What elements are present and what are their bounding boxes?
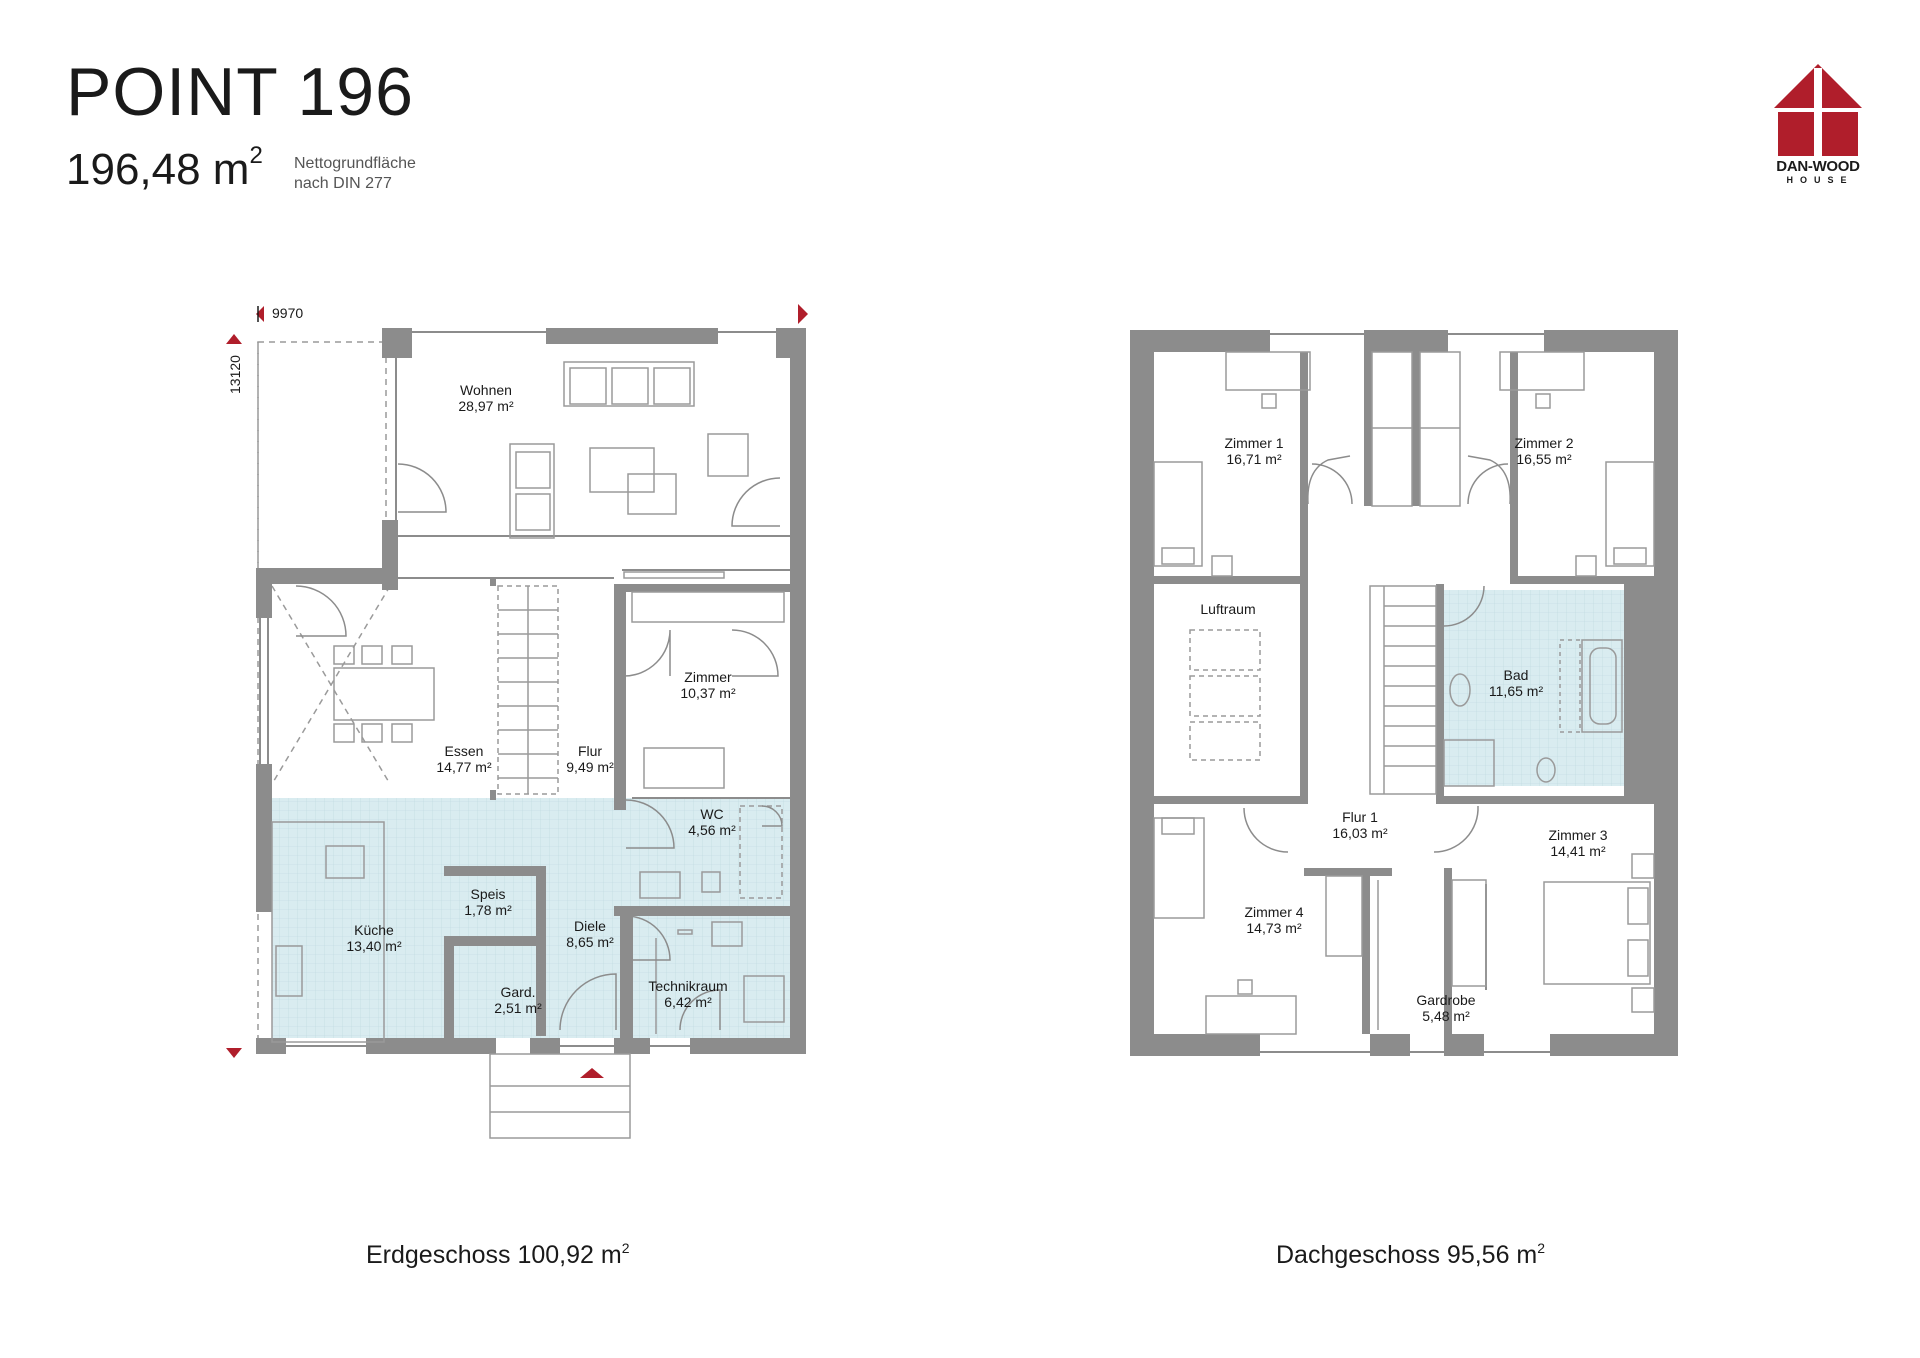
room-area-technikraum: 6,42 m²	[664, 994, 712, 1010]
ground-floor-stairs	[497, 585, 559, 795]
room-area-zimmer-4: 14,73 m²	[1246, 920, 1302, 936]
total-area-unit-sup: 2	[249, 142, 263, 169]
room-name-speis: Speis	[470, 886, 505, 902]
room-name-zimmer-4: Zimmer 4	[1244, 904, 1303, 920]
room-name-zimmer-1: Zimmer 1	[1224, 435, 1283, 451]
upper-floor-doors	[1243, 463, 1509, 853]
depth-dimension: 13120	[227, 355, 243, 394]
room-name-flur-1: Flur 1	[1342, 809, 1378, 825]
flur-curve-right	[1467, 455, 1511, 505]
area-note-line2: nach DIN 277	[294, 175, 392, 192]
upper-floor-furniture	[1153, 351, 1655, 1035]
upper-floor-plan: Zimmer 1 16,71 m² Zimmer 2 16,55 m² Luft…	[1130, 330, 1678, 1056]
room-name-zimmer-2: Zimmer 2	[1514, 435, 1573, 451]
ground-floor-plan: 9970 13120 Wohnen 28,97 m² Zimmer 10,37 …	[226, 304, 808, 1139]
upper-floor-stairs	[1369, 585, 1437, 795]
ground-floor-windows	[259, 331, 793, 1047]
ground-floor-caption-text: Erdgeschoss 100,92 m	[366, 1241, 622, 1269]
upper-floor-walls	[1130, 330, 1678, 1056]
room-area-zimmer-3: 14,41 m²	[1550, 843, 1606, 859]
dan-wood-logo: DAN-WOOD HOUSE	[1770, 62, 1866, 194]
upper-floor-caption-sup: 2	[1537, 1240, 1546, 1256]
ground-floor-furniture	[271, 361, 785, 1043]
room-name-wc: WC	[700, 806, 723, 822]
width-dimension: 9970	[272, 305, 303, 321]
room-name-luftraum: Luftraum	[1200, 601, 1255, 617]
room-area-speis: 1,78 m²	[464, 902, 512, 918]
logo-name: DAN-WOOD	[1776, 158, 1860, 175]
logo-sub: HOUSE	[1786, 175, 1854, 185]
room-area-zimmer-2: 16,55 m²	[1516, 451, 1572, 467]
room-area-flur: 9,49 m²	[566, 759, 614, 775]
room-area-flur-1: 16,03 m²	[1332, 825, 1388, 841]
total-area-value: 196,48 m	[66, 145, 250, 194]
ground-floor-partitions	[395, 356, 790, 1038]
room-area-zimmer-1: 16,71 m²	[1226, 451, 1282, 467]
ground-floor-caption-sup: 2	[621, 1240, 630, 1256]
room-area-zimmer: 10,37 m²	[680, 685, 736, 701]
dimension-right-arrow-icon	[798, 304, 808, 324]
room-name-zimmer-3: Zimmer 3	[1548, 827, 1607, 843]
room-area-essen: 14,77 m²	[436, 759, 492, 775]
dimension-top-arrow-icon	[226, 334, 242, 344]
room-area-gard: 2,51 m²	[494, 1000, 542, 1016]
room-name-flur: Flur	[578, 743, 602, 759]
room-area-wc: 4,56 m²	[688, 822, 736, 838]
flur-curve-left	[1307, 455, 1351, 505]
room-name-essen: Essen	[445, 743, 484, 759]
room-area-gardrobe: 5,48 m²	[1422, 1008, 1470, 1024]
dimension-left-arrow-icon	[256, 306, 264, 322]
entrance-steps	[489, 1053, 631, 1139]
area-note: Nettogrundfläche nach DIN 277	[294, 154, 416, 194]
luftraum-outline	[1189, 629, 1261, 761]
room-name-wohnen: Wohnen	[460, 382, 512, 398]
ground-floor-doors	[295, 463, 783, 1031]
room-name-bad: Bad	[1504, 667, 1529, 683]
room-name-technikraum: Technikraum	[648, 978, 727, 994]
page-title: POINT 196	[66, 54, 414, 130]
room-name-kueche: Küche	[354, 922, 394, 938]
entrance-arrow-icon	[580, 1068, 604, 1078]
room-area-kueche: 13,40 m²	[346, 938, 402, 954]
total-area: 196,48 m2	[66, 144, 263, 194]
room-area-diele: 8,65 m²	[566, 934, 614, 950]
room-name-diele: Diele	[574, 918, 606, 934]
area-note-line1: Nettogrundfläche	[294, 155, 416, 172]
ground-floor-walls	[256, 328, 806, 1054]
ground-floor-caption: Erdgeschoss 100,92 m2	[366, 1240, 630, 1269]
room-name-gard: Gard.	[500, 984, 535, 1000]
tiled-floor-bad	[1444, 590, 1624, 786]
room-area-bad: 11,65 m²	[1489, 683, 1544, 699]
house-logo-icon	[1774, 64, 1862, 156]
upper-floor-caption-text: Dachgeschoss 95,56 m	[1276, 1241, 1538, 1269]
dimension-bottom-arrow-icon	[226, 1048, 242, 1058]
room-name-zimmer: Zimmer	[684, 669, 732, 685]
room-name-gardrobe: Gardrobe	[1416, 992, 1475, 1008]
room-area-wohnen: 28,97 m²	[458, 398, 514, 414]
upper-floor-caption: Dachgeschoss 95,56 m2	[1276, 1240, 1546, 1269]
